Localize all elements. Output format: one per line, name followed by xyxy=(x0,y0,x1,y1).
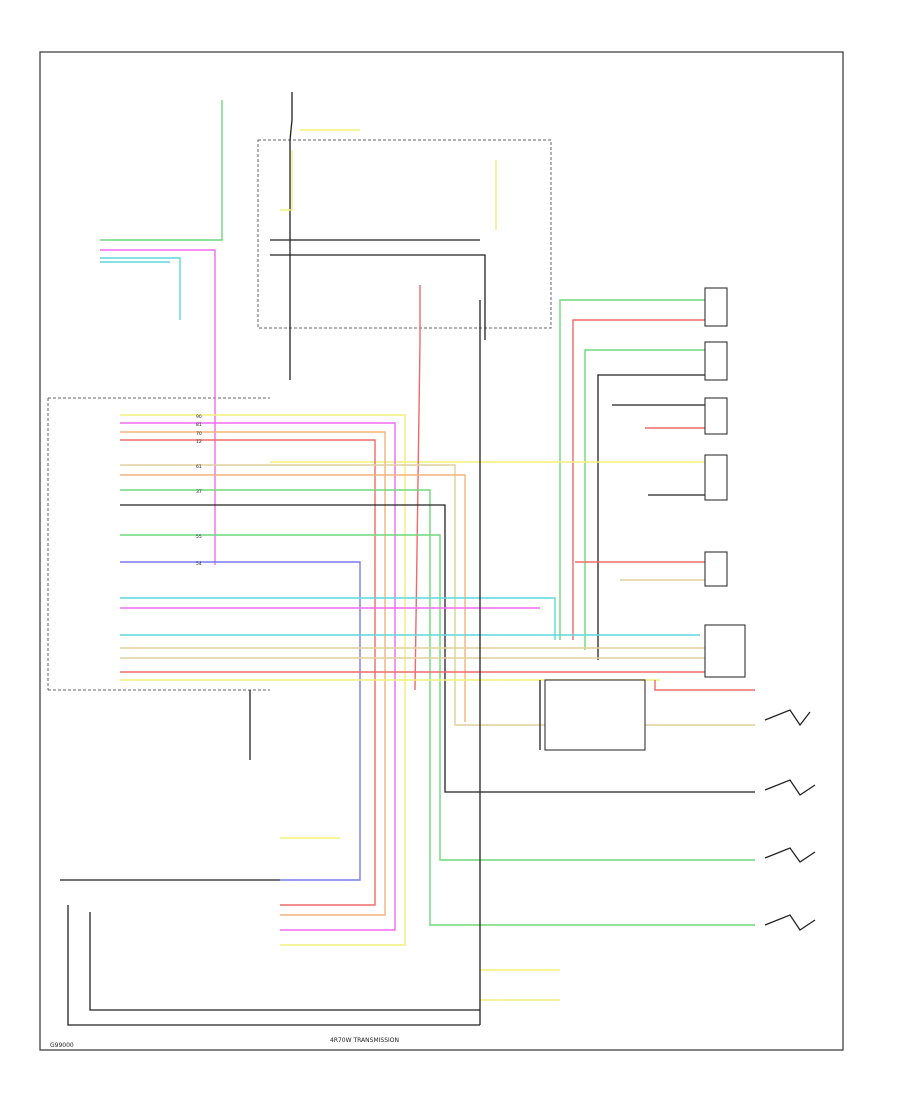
svg-text:81: 81 xyxy=(196,422,202,428)
cyan-wire xyxy=(120,597,556,640)
svg-text:12: 12 xyxy=(196,439,202,445)
black-wire xyxy=(67,905,480,1026)
green-wire xyxy=(120,489,755,926)
green-wire xyxy=(120,534,755,861)
svg-text:90: 90 xyxy=(196,414,202,420)
black-wire xyxy=(597,374,705,660)
red-wire xyxy=(414,285,421,691)
junction-box-outline xyxy=(257,139,552,329)
black-wire xyxy=(270,239,486,340)
page-id: G99000 xyxy=(50,1042,74,1049)
yellow-wire xyxy=(280,150,293,211)
svg-text:55: 55 xyxy=(196,534,202,540)
bottom-wires xyxy=(60,300,631,1026)
svg-text:61: 61 xyxy=(196,464,202,470)
orange-wire xyxy=(120,431,386,916)
sensor-boxes xyxy=(544,287,746,751)
diagram-frame xyxy=(39,51,844,1051)
pcm-connector-outline xyxy=(47,397,270,691)
green-wire xyxy=(584,349,705,650)
red-wire xyxy=(572,319,705,640)
svg-text:70: 70 xyxy=(196,431,202,437)
blue-wire xyxy=(120,561,361,881)
ecu-wires xyxy=(120,414,755,946)
solenoid-pack xyxy=(764,709,816,931)
green-wire xyxy=(559,299,705,640)
cyan-wire xyxy=(100,257,181,320)
pink-wire xyxy=(100,249,216,565)
pink-wire xyxy=(120,422,396,931)
black-wire xyxy=(289,92,293,380)
wires-top xyxy=(100,92,497,565)
svg-text:54: 54 xyxy=(196,561,202,567)
red-wire xyxy=(654,680,755,691)
bottom-label: 4R70W TRANSMISSION xyxy=(330,1037,399,1044)
wires-right xyxy=(270,285,705,691)
pin-labels: 90 81 70 12 61 37 55 54 xyxy=(196,414,202,567)
green-wire xyxy=(100,100,223,241)
svg-text:37: 37 xyxy=(196,489,202,495)
orange-wire xyxy=(120,474,466,722)
black-wire xyxy=(89,912,480,1011)
